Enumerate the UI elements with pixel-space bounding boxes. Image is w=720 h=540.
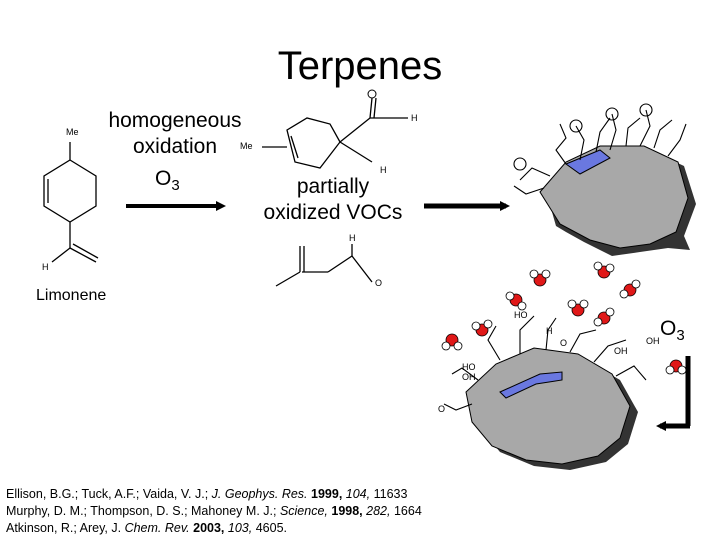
oxidized-product-ring	[262, 97, 408, 169]
reference-1: Ellison, B.G.; Tuck, A.F.; Vaida, V. J.;…	[6, 487, 408, 501]
partially-oxidized-vocs-label: partially oxidized VOCs	[248, 174, 418, 226]
water-molecule	[471, 319, 493, 337]
references: Ellison, B.G.; Tuck, A.F.; Vaida, V. J.;…	[6, 486, 422, 537]
water-molecule	[665, 359, 687, 375]
aerosol-particle-top	[513, 103, 696, 256]
water-molecule	[619, 279, 641, 299]
water-molecule	[505, 291, 527, 311]
oxidation-text: oxidation	[132, 135, 218, 158]
reference-3: Atkinson, R.; Arey, J. Chem. Rev. 2003, …	[6, 521, 287, 535]
oh-label-1: OH	[646, 336, 660, 346]
limonene-label: Limonene	[36, 287, 107, 304]
ring-oxygen-o	[367, 89, 377, 99]
chain-h-text: H	[349, 233, 356, 243]
water-molecule	[567, 299, 589, 317]
ho-label-1: HO	[514, 310, 528, 320]
oxidized-product-chain	[275, 244, 373, 287]
water-molecule	[593, 261, 615, 279]
oxidized-vocs-text: oxidized VOCs	[263, 201, 403, 224]
return-arrow	[656, 356, 691, 431]
water-molecules	[441, 261, 687, 375]
homogeneous-oxidation-label: homogeneous oxidation	[92, 108, 258, 160]
water-molecule	[593, 307, 615, 327]
oh-label-3: OH	[614, 346, 628, 356]
ring-h-text-1: H	[411, 113, 418, 123]
ozone-label-right: O3	[660, 317, 685, 345]
water-molecule	[529, 269, 551, 287]
ozone-label-top: O3	[155, 167, 180, 195]
water-molecule	[441, 333, 463, 351]
ring-h-text-2: H	[380, 165, 387, 175]
aerosol-particle-bottom	[443, 315, 647, 470]
ho-label-2: HO	[462, 362, 476, 372]
limonene-me-label: Me	[66, 127, 79, 137]
o-label-1: O	[560, 338, 568, 348]
oh-label-2: OH	[462, 372, 476, 382]
slide-title: Terpenes	[277, 44, 443, 88]
limonene-h-label: H	[42, 262, 49, 272]
h-label-1: H	[546, 326, 553, 336]
limonene-structure	[43, 142, 99, 263]
partially-text: partially	[296, 175, 370, 198]
ring-me-text: Me	[240, 141, 253, 151]
homogeneous-text: homogeneous	[108, 109, 242, 132]
reference-2: Murphy, D. M.; Thompson, D. S.; Mahoney …	[6, 504, 422, 518]
chain-o-text: O	[375, 278, 383, 288]
o-label-2: O	[438, 404, 446, 414]
